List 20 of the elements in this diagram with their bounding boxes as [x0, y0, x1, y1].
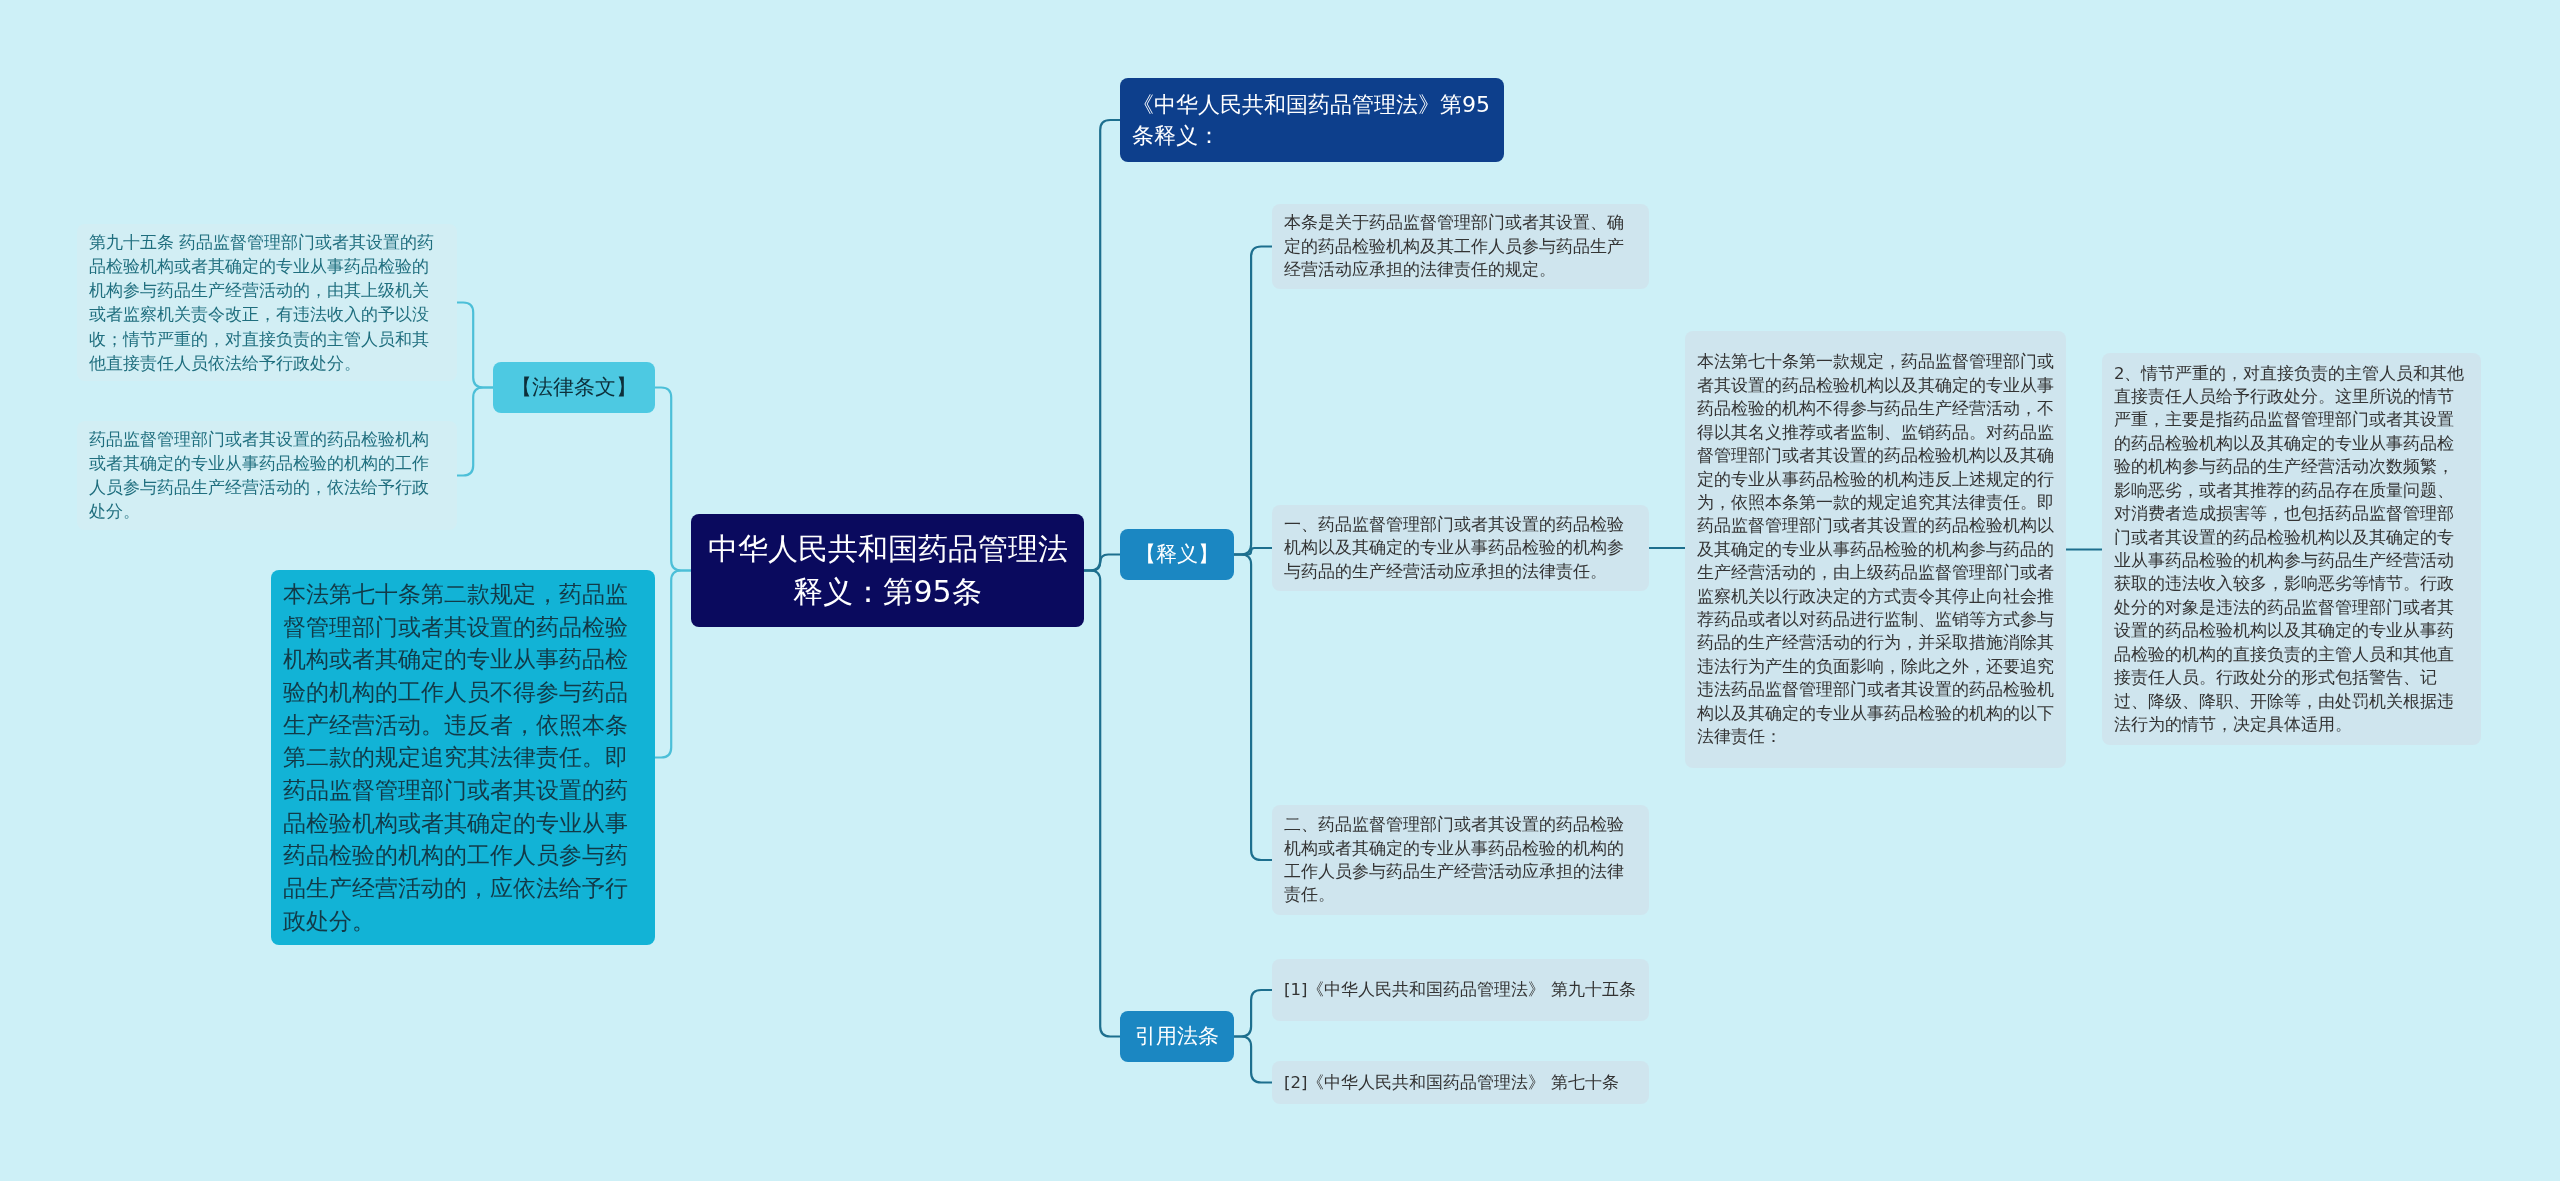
text-box: 一、药品监督管理部门或者其设置的药品检验机构以及其确定的专业从事药品检验的机构参与药品的生产经营活动应承担的法律责任。	[1272, 505, 1649, 591]
text-box: [1]《中华人民共和国药品管理法》 第九十五条	[1272, 959, 1649, 1021]
heading-box: 《中华人民共和国药品管理法》第95条释义：	[1120, 78, 1504, 162]
text-box: [2]《中华人民共和国药品管理法》 第七十条	[1272, 1061, 1649, 1104]
branch-box: 【释义】	[1120, 529, 1234, 580]
text-box: 本法第七十条第一款规定，药品监督管理部门或者其设置的药品检验机构以及其确定的专业从事药品检验的机构不得参与药品生产经营活动，不得以其名义推荐或者监制、监销药品。对药品监督管理部门或者其设置的药品检验机构以及其确定的专业从事药品检验的机构违反上述规定的行为，依照本条第一款的规定追究其法律责任。即药品监督管理部门或者其设置的药品检验机构以及其确定的专业从事药品检验的机构参与药品的生产经营活动的，由上级药品监督管理部门或者监察机关以行政决定的方式责令其停止向社会推荐药品或者以对药品进行监制、监销等方式参与药品的生产经营活动的行为，并采取措施消除其违法行为产生的负面影响，除此之外，还要追究违法药品监督管理部门或者其设置的药品检验机构以及其确定的专业从事药品检验的机构的以下法律责任：	[1685, 331, 2066, 768]
connector-line	[1649, 546, 1685, 550]
connector-line	[2066, 548, 2102, 551]
central-topic-box: 中华人民共和国药品管理法释义：第95条	[691, 514, 1084, 627]
text-box: 第九十五条 药品监督管理部门或者其设置的药品检验机构或者其确定的专业从事药品检验的机构参与药品生产经营活动的，由其上级机关或者监察机关责令改正，有违法收入的予以没收；情节严重的，对直接负责的主管人员和其他直接责任人员依法给予行政处分。	[77, 224, 457, 381]
text-box: 本条是关于药品监督管理部门或者其设置、确定的药品检验机构及其工作人员参与药品生产经营活动应承担的法律责任的规定。	[1272, 204, 1649, 289]
text-box: 2、情节严重的，对直接负责的主管人员和其他直接责任人员给予行政处分。这里所说的情节严重，主要是指药品监督管理部门或者其设置的药品检验机构以及其确定的专业从事药品检验的机构参与药品的生产经营活动次数频繁，影响恶劣，或者其推荐的药品存在质量问题、对消费者造成损害等，也包括药品监督管理部门或者其设置的药品检验机构以及其确定的专业从事药品检验的机构参与药品生产经营活动获取的违法收入较多，影响恶劣等情节。行政处分的对象是违法的药品监督管理部门或者其设置的药品检验机构以及其确定的专业从事药品检验的机构的直接负责的主管人员和其他直接责任人员。行政处分的形式包括警告、记过、降级、降职、开除等，由处罚机关根据违法行为的情节，决定具体适用。	[2102, 353, 2481, 745]
connector-line	[1234, 553, 1272, 862]
text-box: 本法第七十条第二款规定，药品监督管理部门或者其设置的药品检验机构或者其确定的专业从事药品检验的机构的工作人员不得参与药品生产经营活动。违反者，依照本条第二款的规定追究其法律责任。即药品监督管理部门或者其设置的药品检验机构或者其确定的专业从事药品检验的机构的工作人员参与药品生产经营活动的，应依法给予行政处分。	[271, 570, 655, 946]
connector-line	[1234, 1035, 1272, 1084]
branch-box: 【法律条文】	[493, 362, 655, 413]
connector-line	[1084, 569, 1120, 1038]
text-box: 二、药品监督管理部门或者其设置的药品检验机构或者其确定的专业从事药品检验的机构的工作人员参与药品生产经营活动应承担的法律责任。	[1272, 805, 1649, 915]
branch-box: 引用法条	[1120, 1011, 1234, 1062]
text-box: 药品监督管理部门或者其设置的药品检验机构或者其确定的专业从事药品检验的机构的工作人员参与药品生产经营活动的，依法给予行政处分。	[77, 421, 457, 530]
